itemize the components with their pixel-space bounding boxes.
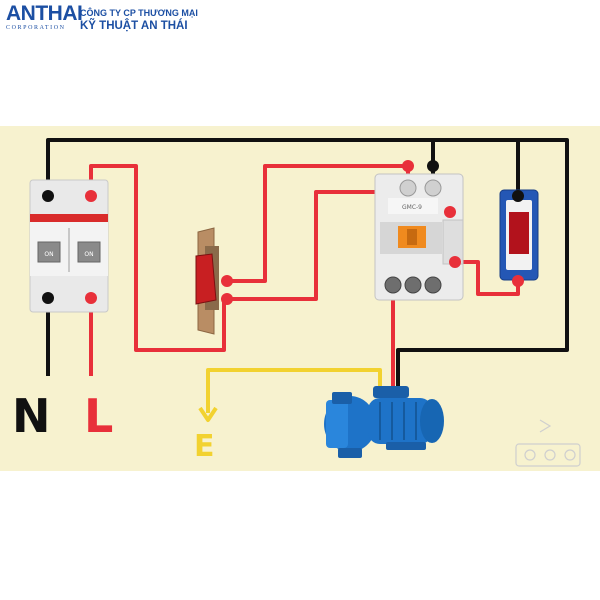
rocker-switch-icon[interactable] xyxy=(195,227,233,335)
ground-arrow-icon xyxy=(198,406,218,422)
contactor-icon: GMC-9 xyxy=(374,160,464,301)
logo-text: ANTHAI xyxy=(6,2,83,25)
circuit-breaker-icon: ON ON xyxy=(29,179,109,313)
breaker-left-label: ON xyxy=(44,251,53,258)
company-name-line2: KỸ THUẬT AN THÁI xyxy=(80,20,188,32)
watermark-logo xyxy=(515,419,581,467)
breaker-pole-right[interactable] xyxy=(77,241,101,263)
indicator-lamp-icon xyxy=(499,189,539,287)
earth-wire xyxy=(206,368,382,413)
logo-subtext: CORPORATION xyxy=(6,25,66,31)
contactor-model-label: GMC-9 xyxy=(402,204,422,211)
company-name-line1: CÔNG TY CP THƯƠNG MẠI xyxy=(80,8,198,18)
water-pump-icon xyxy=(324,386,444,458)
breaker-right-label: ON xyxy=(84,251,93,258)
neutral-label: N xyxy=(12,389,51,443)
earth-label: E xyxy=(194,429,215,464)
breaker-pole-left[interactable] xyxy=(37,241,61,263)
header: ANTHAI CORPORATION CÔNG TY CP THƯƠNG MẠI… xyxy=(0,0,600,40)
line-label: L xyxy=(84,389,113,443)
